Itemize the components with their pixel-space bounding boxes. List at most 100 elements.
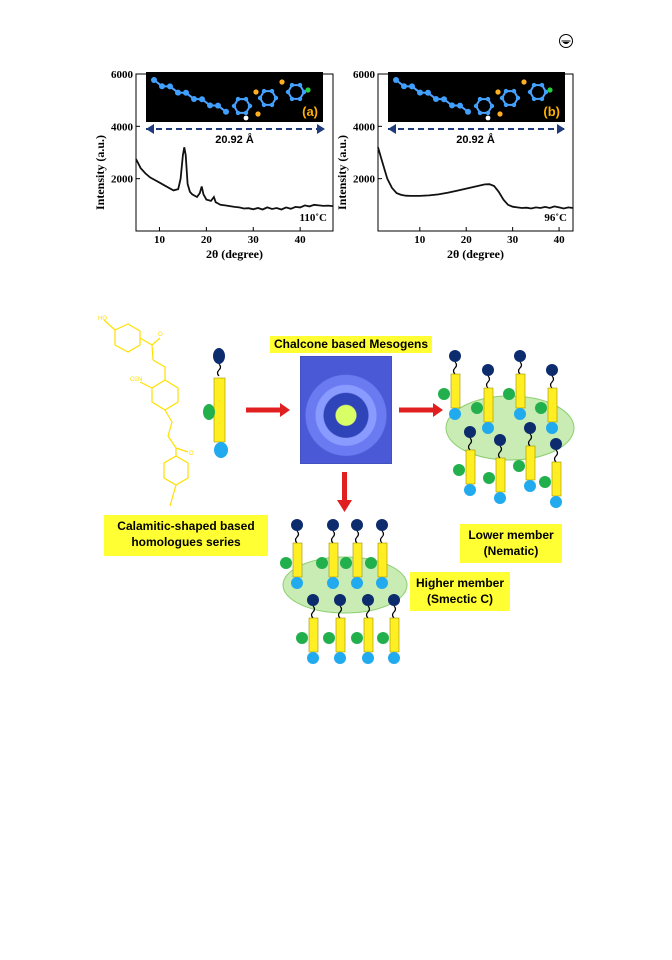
lateral-group	[483, 472, 495, 484]
head-group	[449, 350, 461, 362]
spacer-chain	[467, 437, 473, 451]
ring-atom	[511, 102, 517, 108]
head-group	[546, 364, 558, 376]
head-group	[550, 438, 562, 450]
ring-atom	[539, 96, 545, 102]
length-caption: 20.92 Å	[215, 133, 254, 146]
ring-atom	[531, 96, 537, 102]
y-axis-label: Intensity (a.u.)	[93, 135, 107, 210]
nitrogen-atom	[243, 115, 249, 121]
ring-atom	[297, 96, 303, 102]
molecule-structure-b: (b)	[393, 77, 560, 121]
spacer-chain	[391, 605, 397, 619]
arrow-to-nematic-head	[433, 403, 443, 417]
lower-member-line2: (Nematic)	[483, 544, 539, 558]
xrd-pattern-line	[135, 147, 334, 211]
head-group	[213, 348, 225, 364]
lateral-group	[503, 388, 515, 400]
lateral-group	[535, 402, 547, 414]
head-group	[482, 364, 494, 376]
rigid-core-rod	[328, 542, 339, 578]
spacer-chain	[330, 530, 336, 544]
head-group	[514, 350, 526, 362]
arrow-to-photo-head	[280, 403, 290, 417]
nematic-mesogen	[503, 350, 526, 420]
ring-atom	[261, 88, 267, 94]
terminal-group	[482, 422, 494, 434]
head-group	[307, 594, 319, 606]
smectic-mesogen	[340, 519, 363, 589]
ring-atom	[477, 96, 483, 102]
lateral-group	[340, 557, 352, 569]
ring-atom	[511, 88, 517, 94]
oxygen-atom	[521, 79, 527, 85]
spacer-chain	[517, 361, 523, 375]
rigid-core-rod	[363, 617, 374, 653]
chlorine-atom	[547, 87, 553, 93]
ring-atom	[285, 89, 291, 95]
spacer-chain	[549, 375, 555, 389]
ring-atom	[489, 103, 495, 109]
y-tick-label: 2000	[111, 174, 134, 186]
head-group	[388, 594, 400, 606]
spacer-chain	[294, 530, 300, 544]
carbon-atom	[151, 77, 157, 83]
rigid-core-rod	[335, 617, 346, 653]
ring-atom	[485, 96, 491, 102]
rigid-core-rod	[389, 617, 400, 653]
lateral-group	[539, 476, 551, 488]
spacer-chain	[485, 375, 491, 389]
svg-text:O: O	[189, 451, 194, 457]
terminal-group	[550, 496, 562, 508]
ring-atom	[527, 89, 533, 95]
nitrogen-atom	[485, 115, 491, 121]
mesogen-texture-photo	[300, 356, 392, 464]
carbon-atom	[417, 89, 423, 96]
y-tick-label: 2000	[353, 174, 376, 186]
ring-atom	[289, 82, 295, 88]
nematic-mesogen	[535, 364, 558, 434]
ring-atom	[473, 103, 479, 109]
oxygen-atom	[495, 89, 501, 95]
smectic-mesogen	[280, 519, 303, 589]
lateral-group	[453, 464, 465, 476]
carbon-atom	[401, 83, 407, 90]
head-group	[494, 434, 506, 446]
svg-text:HO: HO	[98, 316, 107, 322]
lateral-group	[438, 388, 450, 400]
carbon-atom	[215, 102, 221, 109]
carbon-atom	[465, 108, 471, 115]
spacer-chain	[216, 363, 222, 377]
terminal-group	[524, 480, 536, 492]
terminal-group	[449, 408, 461, 420]
ring-atom	[499, 95, 505, 101]
x-axis-label: 2θ (degree)	[206, 247, 263, 261]
homologues-series-line2: homologues series	[131, 535, 241, 549]
terminal-group	[291, 577, 303, 589]
head-group	[334, 594, 346, 606]
higher-member-label: Higher member (Smectic C)	[410, 572, 510, 611]
head-group	[362, 594, 374, 606]
rigid-core-rod	[292, 542, 303, 578]
smectic-mesogen	[316, 519, 339, 589]
x-tick-label: 10	[154, 234, 166, 246]
arrow-to-smectic-shaft	[342, 472, 347, 502]
x-tick-label: 20	[201, 234, 213, 246]
head-group	[524, 422, 536, 434]
ring-atom	[247, 103, 253, 109]
smectic-mesogen	[323, 594, 346, 664]
spacer-chain	[365, 605, 371, 619]
nematic-mesogen	[539, 438, 562, 508]
terminal-group	[307, 652, 319, 664]
chemical-structure	[103, 319, 189, 507]
length-arrow-left-head	[388, 124, 396, 134]
ring-atom	[243, 96, 249, 102]
nematic-mesogen	[453, 426, 476, 496]
lateral-group	[351, 632, 363, 644]
lateral-group	[280, 557, 292, 569]
terminal-group	[214, 442, 228, 458]
nematic-mesogen	[471, 364, 494, 434]
head-group	[291, 519, 303, 531]
y-tick-label: 6000	[353, 69, 376, 81]
